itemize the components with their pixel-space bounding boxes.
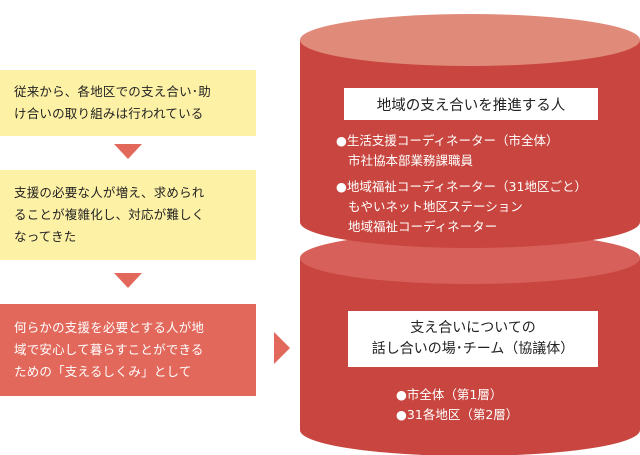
upper-heading-box: 地域の支え合いを推進する人 <box>344 88 598 120</box>
right-arrow-icon <box>274 332 290 364</box>
list-item-line: 地域福祉コーディネーター <box>348 219 498 234</box>
upper-cylinder-top <box>300 14 640 66</box>
upper-list: ●生活支援コーディネーター（市全体） 市社協本部業務課職員 ●地域福祉コーディネ… <box>336 131 587 237</box>
lower-cylinder-top <box>300 232 640 284</box>
down-arrow-icon <box>114 273 142 288</box>
lower-heading-line-1: 支え合いについての <box>410 320 536 336</box>
list-item: ●地域福祉コーディネーター（31地区ごと） もやいネット地区ステーション 地域福… <box>336 177 587 237</box>
lower-heading-box: 支え合いについての 話し合いの場･チーム（協議体） <box>348 311 598 367</box>
step-text-3: 何らかの支援を必要とする人が地 域で安心して暮らすことができる ための「支えるし… <box>14 320 205 379</box>
list-item: ●31各地区（第2層） <box>396 407 519 422</box>
list-item-line: 市社協本部業務課職員 <box>348 153 474 168</box>
step-box-1: 従来から、各地区での支え合い･助 け合いの取り組みは行われている <box>0 70 256 136</box>
list-item: ●生活支援コーディネーター（市全体） 市社協本部業務課職員 <box>336 131 587 171</box>
down-arrow-icon <box>114 144 142 159</box>
step-box-3: 何らかの支援を必要とする人が地 域で安心して暮らすことができる ための「支えるし… <box>0 304 256 396</box>
list-item-title: ●地域福祉コーディネーター（31地区ごと） <box>336 179 587 194</box>
step-text-2: 支援の必要な人が増え、求められ ることが複雑化し、対応が難しく なってきた <box>14 185 205 244</box>
list-item-line: もやいネット地区ステーション <box>348 199 523 214</box>
step-box-2: 支援の必要な人が増え、求められ ることが複雑化し、対応が難しく なってきた <box>0 170 256 260</box>
list-item: ●市全体（第1層） <box>396 387 503 402</box>
lower-list: ●市全体（第1層） ●31各地区（第2層） <box>396 385 518 425</box>
upper-heading: 地域の支え合いを推進する人 <box>376 97 566 114</box>
step-text-1: 従来から、各地区での支え合い･助 け合いの取り組みは行われている <box>14 84 211 121</box>
list-item-title: ●生活支援コーディネーター（市全体） <box>336 133 559 148</box>
lower-heading-line-2: 話し合いの場･チーム（協議体） <box>371 341 575 357</box>
